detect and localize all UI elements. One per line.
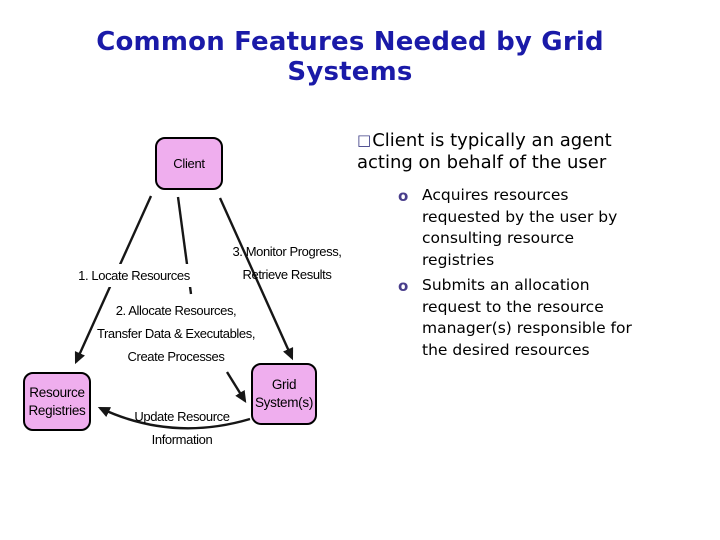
slide-title-line-1: Common Features Needed by Grid (96, 27, 604, 57)
edge-label-monitor-progress: 3. Monitor Progress, Retrieve Results (232, 244, 342, 282)
edge-label-locate-resources: 1. Locate Resources (62, 264, 206, 287)
main-bullet-line-2: acting on behalf of the user (357, 152, 607, 173)
square-bullet-icon: □ (357, 131, 372, 149)
sub-bullet-line: Submits an allocation (422, 276, 590, 294)
slide-title: Common Features Needed by Grid Systems (0, 27, 700, 87)
sub-bullet-line: consulting resource (422, 229, 575, 248)
sub-bullet-line: registries (422, 251, 495, 270)
node-grid-label-line-2: System(s) (254, 395, 314, 410)
edge-label-allocate-resources: 2. Allocate Resources, Transfer Data & E… (96, 303, 256, 364)
node-resource-registries: Resource Registries (23, 372, 91, 431)
node-grid-systems: Grid System(s) (251, 363, 317, 425)
node-registries-label-line-2: Registries (28, 402, 86, 418)
sub-bullet-line: the desired resources (422, 341, 590, 360)
arrow-update-resource (97, 406, 251, 430)
slide-title-line-2: Systems (287, 57, 413, 87)
sub-bullet-line: Acquires resources (422, 186, 569, 204)
main-bullet-line-1: □Client is typically an agent (357, 130, 612, 151)
arrow-monitor-progress (218, 197, 294, 361)
sub-bullet-line: manager(s) responsible for (422, 319, 632, 338)
edge-label-update-resource: Update Resource Information (134, 409, 230, 447)
node-client: Client (155, 137, 223, 190)
o-bullet-icon: o (398, 187, 409, 205)
node-registries-label-line-1: Resource (29, 384, 85, 400)
o-bullet-icon: o (398, 277, 409, 295)
main-bullet: □Client is typically an agent acting on … (357, 130, 657, 174)
node-grid-label-line-1: Grid (271, 377, 297, 392)
node-client-label: Client (173, 155, 205, 171)
sub-bullet-submits: o Submits an allocation request to the r… (398, 275, 668, 362)
arrow-allocate-lower (225, 371, 247, 404)
sub-bullet-acquires: o Acquires resources requested by the us… (398, 185, 668, 272)
sub-bullet-line: requested by the user by (422, 207, 618, 226)
sub-bullet-line: request to the resource (422, 297, 604, 316)
